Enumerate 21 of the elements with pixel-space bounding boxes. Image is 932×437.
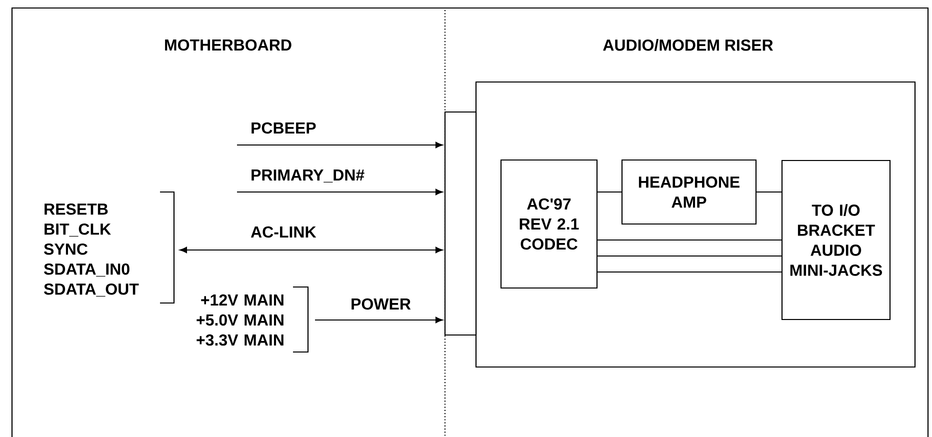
power-list: +12V MAIN +5.0V MAIN +3.3V MAIN xyxy=(196,294,284,346)
edge-label: PRIMARY_DN# xyxy=(252,170,364,182)
arrow xyxy=(315,316,443,324)
arrow xyxy=(237,142,443,148)
arrow xyxy=(237,188,443,196)
edge-label: POWER xyxy=(352,298,411,310)
signal-list: RESETB BIT_CLK SYNC SDATA_IN0 SDATA_OUT xyxy=(44,203,139,297)
codec-box: AC'97 REV 2.1 CODEC xyxy=(500,159,598,289)
section-heading: MOTHERBOARD xyxy=(165,39,292,51)
section-heading: AUDIO/MODEM RISER xyxy=(603,39,773,51)
connection-line xyxy=(756,191,782,193)
connector-bar xyxy=(444,111,477,336)
edge-label: PCBEEP xyxy=(252,122,316,134)
connection-line xyxy=(598,255,782,257)
amplifier-box: HEADPHONE AMP xyxy=(621,159,757,225)
connection-line xyxy=(598,191,622,193)
edge-label: AC-LINK xyxy=(250,226,316,238)
jacks-box: TO I/O BRACKET AUDIO MINI-JACKS xyxy=(781,160,891,320)
connection-line xyxy=(598,239,782,241)
connection-line xyxy=(598,271,782,273)
arrow xyxy=(180,246,443,254)
